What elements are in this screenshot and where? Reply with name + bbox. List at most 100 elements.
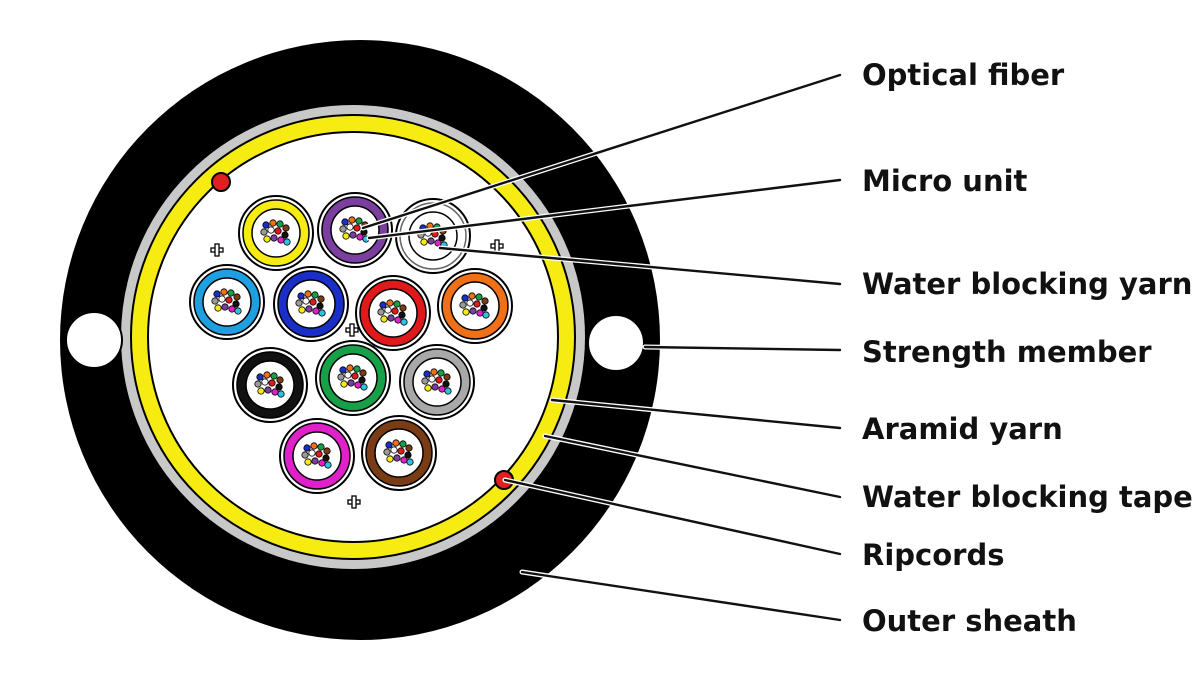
optical-fiber: [353, 224, 361, 232]
optical-fiber: [221, 303, 229, 311]
optical-fiber: [475, 293, 483, 301]
optical-fiber: [263, 235, 271, 243]
optical-fiber: [421, 377, 429, 385]
callout-line: [361, 73, 842, 230]
micro-unit: [315, 340, 391, 416]
optical-fiber: [310, 442, 318, 450]
optical-fiber: [399, 440, 407, 448]
optical-fiber: [466, 299, 474, 307]
optical-fiber: [461, 294, 469, 302]
optical-fiber: [262, 221, 270, 229]
optical-fiber: [277, 236, 285, 244]
optical-fiber: [400, 318, 408, 326]
optical-fiber: [295, 299, 303, 307]
optical-fiber: [393, 454, 401, 462]
optical-fiber: [232, 300, 240, 308]
optical-fiber: [431, 383, 439, 391]
optical-fiber: [435, 376, 443, 384]
callout-line: [520, 570, 842, 622]
optical-fiber: [339, 225, 347, 233]
water-blocking-yarn: [345, 323, 359, 337]
optical-fiber: [214, 304, 222, 312]
optical-fiber: [337, 373, 345, 381]
optical-fiber: [227, 289, 235, 297]
micro-unit: [189, 264, 265, 340]
optical-fiber: [482, 311, 490, 319]
optical-fiber: [318, 309, 326, 317]
optical-fiber: [346, 364, 354, 372]
micro-unit: [232, 347, 308, 423]
optical-fiber: [318, 459, 326, 467]
micro-unit: [279, 418, 355, 494]
optical-fiber: [384, 306, 392, 314]
optical-fiber: [398, 311, 406, 319]
optical-fiber: [359, 369, 367, 377]
yarn-center: [353, 501, 355, 503]
optical-fiber: [356, 233, 364, 241]
optical-fiber: [399, 304, 407, 312]
optical-fiber: [304, 290, 312, 298]
optical-fiber: [397, 447, 405, 455]
optical-fiber: [341, 218, 349, 226]
water-blocking-yarn: [490, 239, 504, 253]
label-outer-sheath: Outer sheath: [862, 604, 1077, 638]
optical-fiber: [383, 448, 391, 456]
label-aramid-yarn: Aramid yarn: [862, 412, 1063, 446]
strength-member: [587, 314, 645, 372]
optical-fiber: [312, 307, 320, 315]
optical-fiber: [444, 387, 452, 395]
optical-fiber: [301, 451, 309, 459]
optical-fiber: [339, 366, 347, 374]
optical-fiber: [274, 227, 282, 235]
micro-unit: [395, 198, 471, 274]
optical-fiber: [282, 224, 290, 232]
optical-fiber: [360, 383, 368, 391]
optical-fiber: [225, 296, 233, 304]
label-water-blocking-tape: Water blocking tape: [862, 480, 1193, 514]
optical-fiber: [400, 456, 408, 464]
callout-line: [367, 178, 842, 240]
optical-fiber: [480, 304, 488, 312]
optical-fiber: [428, 375, 436, 383]
optical-fiber: [386, 299, 394, 307]
optical-fiber: [438, 385, 446, 393]
optical-fiber: [322, 454, 330, 462]
optical-fiber: [270, 372, 278, 380]
yarn-center: [351, 329, 353, 331]
optical-fiber: [353, 365, 361, 373]
optical-fiber: [275, 383, 283, 391]
micro-unit: [399, 344, 475, 420]
cable-cross-section: [60, 40, 660, 640]
optical-fiber: [228, 305, 236, 313]
callout-line: [550, 398, 842, 430]
optical-fiber: [298, 306, 306, 314]
callout-lines: [360, 72, 843, 623]
callout-line: [543, 434, 842, 499]
micro-unit: [361, 415, 437, 491]
optical-fiber: [283, 238, 291, 246]
optical-fiber: [311, 457, 319, 465]
optical-fiber: [213, 290, 221, 298]
label-strength-member: Strength member: [862, 335, 1152, 369]
optical-fiber: [430, 368, 438, 376]
optical-fiber: [424, 384, 432, 392]
optical-fiber: [347, 379, 355, 387]
optical-fiber: [261, 378, 269, 386]
optical-fiber: [269, 219, 277, 227]
optical-fiber: [462, 308, 470, 316]
optical-fiber: [394, 316, 402, 324]
micro-unit: [317, 192, 393, 268]
optical-fiber: [392, 439, 400, 447]
optical-fiber: [468, 292, 476, 300]
label-ripcords: Ripcords: [862, 538, 1005, 572]
optical-fiber: [481, 297, 489, 305]
optical-fiber: [277, 390, 285, 398]
optical-fiber: [211, 297, 219, 305]
optical-fiber: [270, 234, 278, 242]
optical-fiber: [305, 305, 313, 313]
optical-fiber: [340, 380, 348, 388]
micro-unit: [437, 268, 513, 344]
optical-fiber: [404, 451, 412, 459]
callout-line: [643, 345, 842, 352]
